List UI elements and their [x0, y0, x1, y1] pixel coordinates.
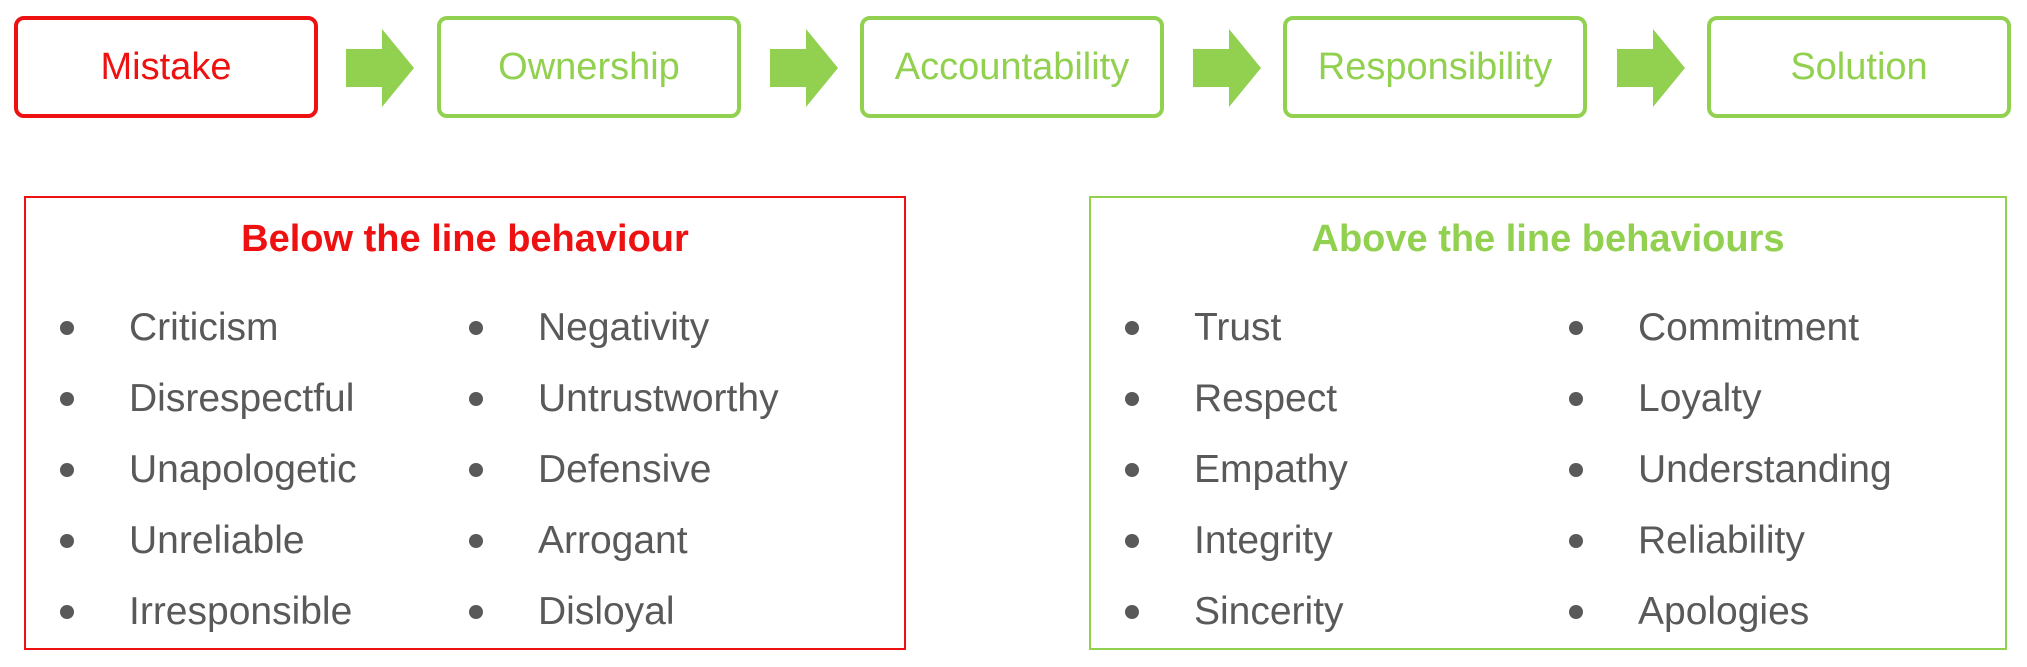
- bullet-icon: [60, 392, 74, 406]
- bullet-icon: [1125, 534, 1139, 548]
- process-flow: Mistake Ownership Accountability Respons…: [0, 0, 2027, 130]
- bullet-icon: [469, 534, 483, 548]
- flow-step-solution: Solution: [1707, 16, 2011, 118]
- flow-step-label: Responsibility: [1317, 45, 1553, 88]
- bullet-icon: [469, 321, 483, 335]
- flow-step-responsibility: Responsibility: [1283, 16, 1587, 118]
- bullet-icon: [60, 534, 74, 548]
- flow-step-label: Solution: [1790, 45, 1928, 88]
- arrow-right-icon: [1617, 29, 1685, 107]
- bullet-icon: [469, 392, 483, 406]
- flow-step-accountability: Accountability: [860, 16, 1164, 118]
- flow-step-label: Ownership: [498, 45, 680, 88]
- flow-step-ownership: Ownership: [437, 16, 741, 118]
- bullet-icon: [1569, 392, 1583, 406]
- flow-step-mistake: Mistake: [14, 16, 318, 118]
- bullet-icon: [1569, 321, 1583, 335]
- panel-title: Below the line behaviour: [241, 218, 689, 260]
- arrow-right-icon: [770, 29, 838, 107]
- bullet-icon: [1125, 392, 1139, 406]
- bullet-icon: [60, 463, 74, 477]
- bullet-icon: [1125, 321, 1139, 335]
- arrow-right-icon: [1193, 29, 1261, 107]
- bullet-icon: [60, 605, 74, 619]
- panel-title: Above the line behaviours: [1311, 218, 1785, 260]
- bullet-icon: [1569, 605, 1583, 619]
- bullet-icon: [60, 321, 74, 335]
- bullet-icon: [469, 463, 483, 477]
- bullet-icon: [1125, 605, 1139, 619]
- bullet-icon: [469, 605, 483, 619]
- flow-step-label: Accountability: [894, 45, 1130, 88]
- below-the-line-panel: Below the line behaviour Criticism Disre…: [24, 196, 906, 650]
- above-the-line-panel: Above the line behaviours Trust Respect …: [1089, 196, 2007, 650]
- flow-step-label: Mistake: [100, 45, 232, 88]
- bullet-icon: [1569, 463, 1583, 477]
- arrow-right-icon: [346, 29, 414, 107]
- bullet-icon: [1125, 463, 1139, 477]
- bullet-icon: [1569, 534, 1583, 548]
